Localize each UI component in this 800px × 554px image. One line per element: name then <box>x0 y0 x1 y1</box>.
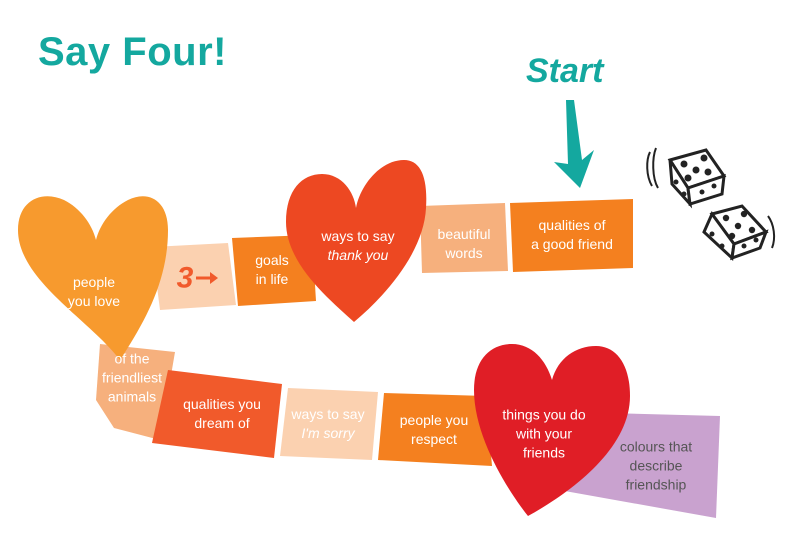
label-go-back-three: 3 <box>176 261 194 295</box>
heart-people-you-love[interactable] <box>18 196 168 360</box>
label-colours-friendship: colours that describe friendship <box>619 438 693 493</box>
arrow-right-icon <box>196 272 218 284</box>
label-people-you-love: people you love <box>67 274 121 309</box>
label-beautiful-words: beautiful words <box>437 226 491 261</box>
label-friendliest-animals: of the friendliest animals <box>102 350 162 405</box>
label-people-respect: people you respect <box>399 412 469 447</box>
space-go-back-three[interactable] <box>152 243 236 310</box>
heart-things-with-friends[interactable] <box>474 344 630 516</box>
space-people-respect[interactable] <box>378 393 492 466</box>
die-top <box>646 147 727 209</box>
label-ways-sorry: ways to say I'm sorry <box>291 406 365 441</box>
space-friendliest-animals[interactable] <box>96 344 175 440</box>
heart-ways-thank-you[interactable] <box>286 160 427 322</box>
start-arrow-icon <box>554 100 594 188</box>
space-beautiful-words[interactable] <box>420 203 508 273</box>
label-qualities-dream: qualities you dream of <box>183 396 261 431</box>
label-goals-in-life: goals in life <box>255 252 289 287</box>
space-qualities-dream[interactable] <box>152 370 282 458</box>
start-label: Start <box>526 52 604 90</box>
game-title: Say Four! <box>38 30 227 74</box>
space-ways-sorry[interactable] <box>280 388 378 460</box>
space-qualities-good-friend[interactable] <box>510 199 633 272</box>
label-ways-thank-you: ways to say thank you <box>321 228 395 263</box>
label-things-with-friends: things you do with your friends <box>502 406 586 461</box>
label-qualities-good-friend: qualities of a good friend <box>531 217 613 252</box>
die-bottom <box>702 204 776 262</box>
